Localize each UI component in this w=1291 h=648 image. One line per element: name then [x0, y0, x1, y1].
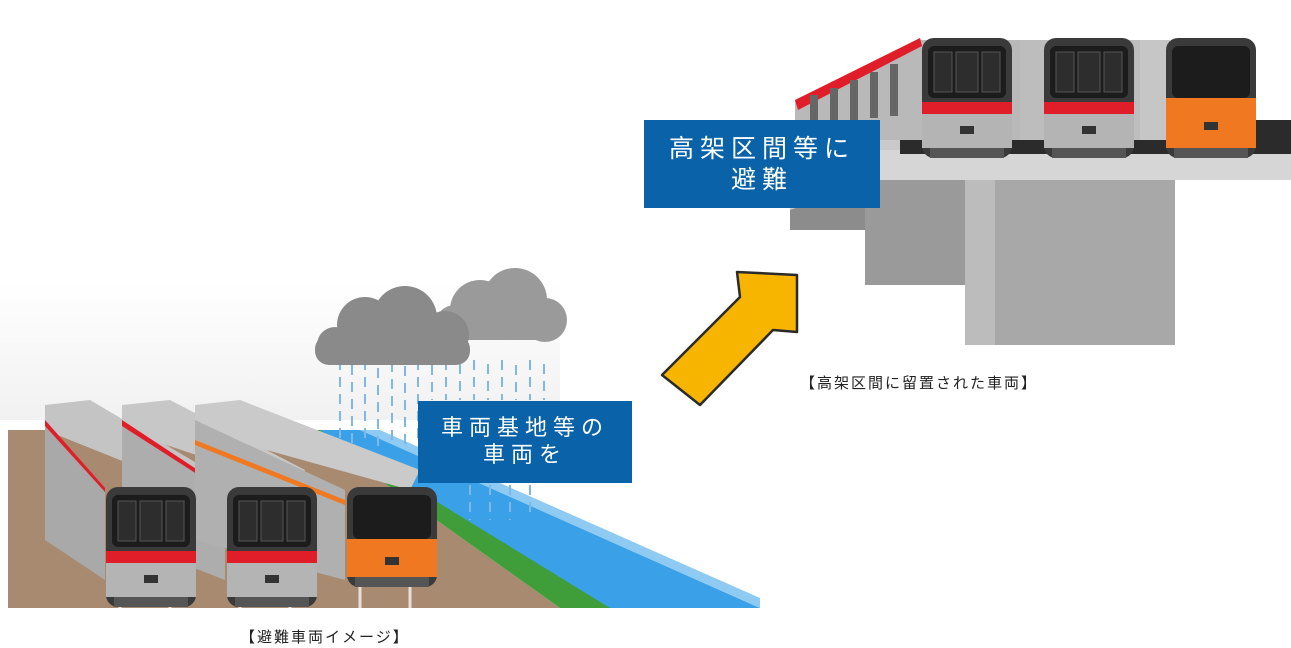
rain-cloud-icon: [315, 286, 470, 365]
depot-vehicles-label-line2: 車両を: [482, 443, 567, 468]
evacuate-label: 高架区間等に 避難: [644, 120, 880, 208]
up-right-arrow-icon: [660, 270, 799, 407]
viaduct-scene: [790, 37, 1291, 345]
viaduct-pillar: [965, 175, 1175, 345]
train-front-orange: [1166, 38, 1256, 158]
label-bg: [644, 120, 880, 208]
train-front-red: [226, 486, 318, 608]
viaduct-caption: 【高架区間に留置された車両】: [800, 374, 1039, 392]
depot-vehicles-label: 車両基地等の 車両を: [418, 401, 632, 483]
train-front-red: [105, 486, 197, 608]
rain: [339, 360, 545, 520]
train-front-red: [921, 37, 1013, 159]
viaduct-pillar: [865, 175, 965, 285]
train-front-orange: [347, 487, 437, 587]
train-front-red: [1043, 37, 1135, 159]
evacuation-image-caption: 【避難車両イメージ】: [240, 628, 410, 646]
depot-vehicles-label-line1: 車両基地等の: [440, 415, 609, 441]
evacuate-label-line2: 避難: [730, 165, 793, 194]
evacuate-label-line1: 高架区間等に: [668, 133, 855, 163]
depot-scene: [0, 268, 760, 608]
label-bg: [418, 401, 632, 483]
